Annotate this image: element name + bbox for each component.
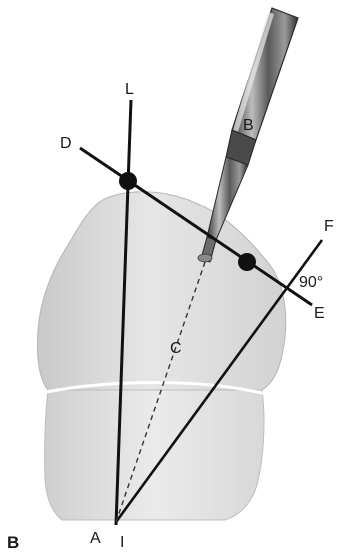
label-B: B (243, 117, 254, 134)
label-D: D (60, 135, 72, 152)
intersection-dot-left (119, 172, 137, 190)
label-E: E (314, 305, 325, 322)
label-L: L (125, 81, 134, 98)
label-I: I (120, 534, 124, 551)
intersection-dot-right (238, 253, 256, 271)
panel-label: B (7, 533, 19, 552)
label-C: C (170, 340, 182, 357)
label-A: A (90, 530, 101, 547)
label-F: F (324, 218, 334, 235)
label-angle: 90° (299, 274, 323, 291)
